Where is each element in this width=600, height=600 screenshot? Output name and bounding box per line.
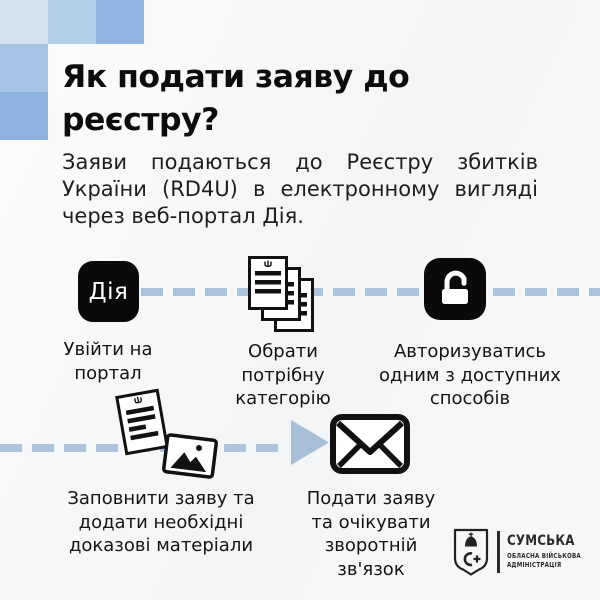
logo-region-name: СУМСЬКА xyxy=(506,533,575,549)
unlock-icon xyxy=(424,258,486,320)
decor-square-4 xyxy=(0,44,48,92)
logo-line-2: ОБЛАСНА ВІЙСЬКОВА xyxy=(506,551,581,560)
step5-label: Подати заяву та очікувати зворотній зв'я… xyxy=(306,488,436,580)
logo-text: СУМСЬКА ОБЛАСНА ВІЙСЬКОВА АДМІНІСТРАЦІЯ xyxy=(507,527,595,569)
trident-emblem xyxy=(134,396,142,404)
decor-square-5 xyxy=(0,92,48,140)
envelope-icon xyxy=(330,414,410,474)
page-title: Як подати заяву до реєстру? xyxy=(62,59,410,139)
step2-label: Обрати потрібну категорію xyxy=(235,341,331,409)
sumy-administration-logo: СУМСЬКА ОБЛАСНА ВІЙСЬКОВА АДМІНІСТРАЦІЯ xyxy=(452,527,595,577)
logo-line-3: АДМІНІСТРАЦІЯ xyxy=(506,560,561,569)
sumy-coat-of-arms-icon xyxy=(453,528,489,576)
intro-line-2: України (RD4U) в електронному вигляді xyxy=(62,177,538,201)
documents-stack-icon xyxy=(248,256,314,332)
open-padlock-glyph xyxy=(442,270,468,304)
step4-label: Заповнити заяву та додати необхідні дока… xyxy=(67,488,255,556)
intro-paragraph: Заяви подаються до Реєстру збитків Украї… xyxy=(62,149,538,230)
trident-emblem xyxy=(264,260,272,267)
step3-label: Авторизуватись одним з доступних способі… xyxy=(379,341,561,409)
attachments-icon xyxy=(115,388,218,479)
decor-square-3 xyxy=(96,0,144,44)
decor-square-2 xyxy=(48,0,96,44)
intro-line-3: через веб-портал Дія. xyxy=(62,204,304,228)
logo-divider xyxy=(497,531,500,573)
intro-line-1: Заяви подаються до Реєстру збитків xyxy=(62,150,538,174)
arrow-right-icon xyxy=(291,420,329,465)
diia-wordmark: Дія xyxy=(88,278,129,305)
photo-glyph xyxy=(162,433,218,479)
dashed-connector-row1 xyxy=(141,288,600,296)
diia-app-icon: Дія xyxy=(78,261,139,322)
decor-square-1 xyxy=(0,0,48,44)
step1-label: Увійти на портал xyxy=(63,339,153,384)
